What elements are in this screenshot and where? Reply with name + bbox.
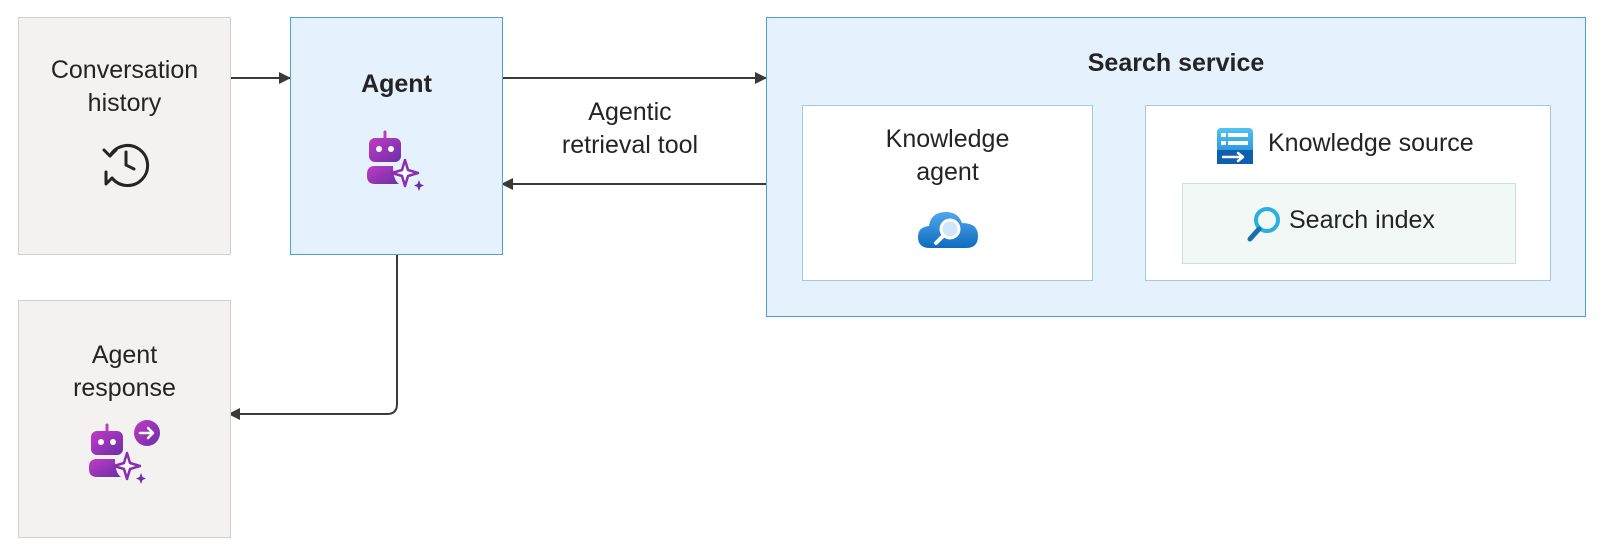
knowledge-source-label: Knowledge source xyxy=(1268,129,1474,157)
edge-agent-to-response xyxy=(228,254,398,420)
search-index-node[interactable]: Search index xyxy=(1182,183,1516,264)
agent-response-label: Agent response xyxy=(73,341,176,402)
agent-response-node: Agent response xyxy=(18,300,231,538)
knowledge-source-icon xyxy=(1217,128,1253,164)
search-index-label: Search index xyxy=(1289,206,1435,234)
search-icon xyxy=(1247,207,1280,242)
conversation-history-node: Conversation history xyxy=(18,17,231,255)
agent-response-icon xyxy=(89,420,160,484)
cloud-search-icon xyxy=(918,212,978,248)
conversation-history-label: Conversation history xyxy=(50,56,199,117)
agent-node[interactable]: Agent xyxy=(290,17,503,255)
agent-label: Agent xyxy=(361,70,432,98)
search-service-label: Search service xyxy=(1087,49,1265,77)
edge-label-agentic-retrieval-tool: Agentic retrieval tool xyxy=(561,98,699,159)
knowledge-agent-label: Knowledge agent xyxy=(885,125,1010,186)
knowledge-agent-node[interactable]: Knowledge agent xyxy=(802,105,1093,281)
agent-sparkle-icon xyxy=(367,130,424,191)
history-icon xyxy=(102,143,150,187)
